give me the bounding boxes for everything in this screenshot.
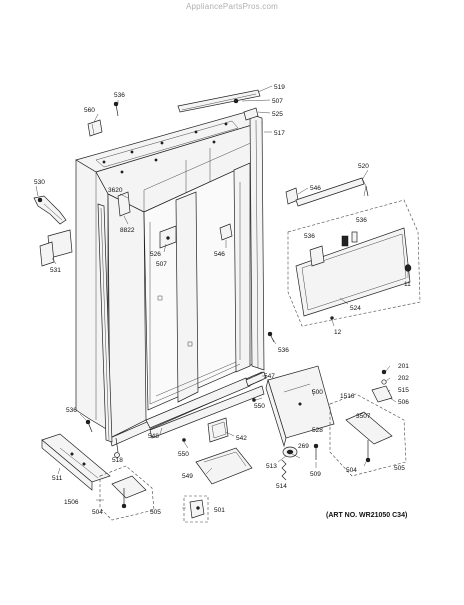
part-label: 550 bbox=[254, 403, 265, 410]
part-label: 526 bbox=[150, 251, 161, 258]
part-label: 519 bbox=[274, 84, 285, 91]
part-label: 536 bbox=[66, 407, 77, 414]
hinge-bracket-531 bbox=[39, 229, 73, 267]
leveler-right-group bbox=[329, 369, 407, 477]
part-label: 531 bbox=[50, 267, 61, 274]
part-label: 1516 bbox=[340, 393, 355, 400]
art-number: (ART NO. WR21050 C34) bbox=[326, 512, 408, 519]
screw-536-right bbox=[267, 331, 275, 343]
part-label: 504 bbox=[92, 509, 103, 516]
screw-507-top bbox=[233, 98, 239, 104]
leveler-assembly-500 bbox=[265, 365, 335, 448]
part-label: 3620 bbox=[108, 187, 123, 194]
part-label: 518 bbox=[112, 457, 123, 464]
part-label: 525 bbox=[272, 111, 283, 118]
part-label: 505 bbox=[150, 509, 161, 516]
part-label: 542 bbox=[236, 435, 247, 442]
panel-524-group bbox=[287, 199, 421, 327]
drain-pan-549 bbox=[195, 447, 253, 485]
part-label: 514 bbox=[276, 483, 287, 490]
part-label: 201 bbox=[398, 363, 409, 370]
part-label: 536 bbox=[356, 217, 367, 224]
part-label: 536 bbox=[114, 92, 125, 99]
screw-536-left bbox=[85, 419, 93, 433]
cabinet-case bbox=[75, 111, 263, 447]
leveler-1506-group bbox=[99, 465, 155, 521]
part-label: 546 bbox=[214, 251, 225, 258]
part-label: 520 bbox=[358, 163, 369, 170]
bottom-grille-548 bbox=[149, 385, 265, 439]
right-vertical-trim bbox=[243, 107, 265, 371]
part-label: 507 bbox=[272, 98, 283, 105]
part-label: 547 bbox=[264, 373, 275, 380]
part-label: 269 bbox=[298, 443, 309, 450]
part-label: 513 bbox=[266, 463, 277, 470]
spring-514 bbox=[281, 459, 287, 481]
clip-501-group bbox=[183, 495, 209, 523]
part-label: 515 bbox=[398, 387, 409, 394]
part-label: 511 bbox=[52, 475, 63, 482]
part-label: 509 bbox=[310, 471, 321, 478]
part-label: 536 bbox=[304, 233, 315, 240]
watermark-text: AppliancePartsPros.com bbox=[186, 2, 278, 11]
part-label: 500 bbox=[312, 389, 323, 396]
part-label: 3507 bbox=[356, 413, 371, 420]
part-label: 528 bbox=[312, 427, 323, 434]
top-trim-strip bbox=[177, 89, 261, 113]
part-number-labels: 519 536 507 560 525 517 520 530 3620 546… bbox=[34, 84, 411, 516]
strip-547 bbox=[245, 371, 267, 387]
hinge-530 bbox=[33, 195, 67, 225]
part-label: 1506 bbox=[64, 499, 79, 506]
screws-550 bbox=[182, 398, 256, 442]
screw-509 bbox=[313, 443, 319, 460]
block-542 bbox=[207, 417, 229, 443]
bracket-560 bbox=[87, 119, 103, 137]
part-label: 517 bbox=[274, 130, 285, 137]
screw-536-top bbox=[113, 101, 119, 117]
bracket-546-center bbox=[219, 223, 233, 241]
leader-lines bbox=[35, 85, 409, 509]
part-label: 505 bbox=[394, 465, 405, 472]
part-label: 504 bbox=[346, 467, 357, 474]
part-label: 8822 bbox=[120, 227, 135, 234]
part-label: 12 bbox=[334, 329, 342, 336]
part-label: 536 bbox=[278, 347, 289, 354]
part-label: 530 bbox=[34, 179, 45, 186]
part-label: 546 bbox=[310, 185, 321, 192]
leg-518 bbox=[114, 437, 120, 458]
part-label: 524 bbox=[350, 305, 361, 312]
part-label: 202 bbox=[398, 375, 409, 382]
part-label: 501 bbox=[214, 507, 225, 514]
left-vertical-trim bbox=[97, 191, 131, 443]
part-label: 548 bbox=[148, 433, 159, 440]
rod-520 bbox=[295, 177, 369, 207]
leveler-assembly-511 bbox=[41, 433, 111, 491]
part-label: 11 bbox=[404, 281, 411, 288]
part-label: 549 bbox=[182, 473, 193, 480]
part-label: 507 bbox=[156, 261, 167, 268]
part-label: 550 bbox=[178, 451, 189, 458]
part-label: 560 bbox=[84, 107, 95, 114]
part-label: 506 bbox=[398, 399, 409, 406]
